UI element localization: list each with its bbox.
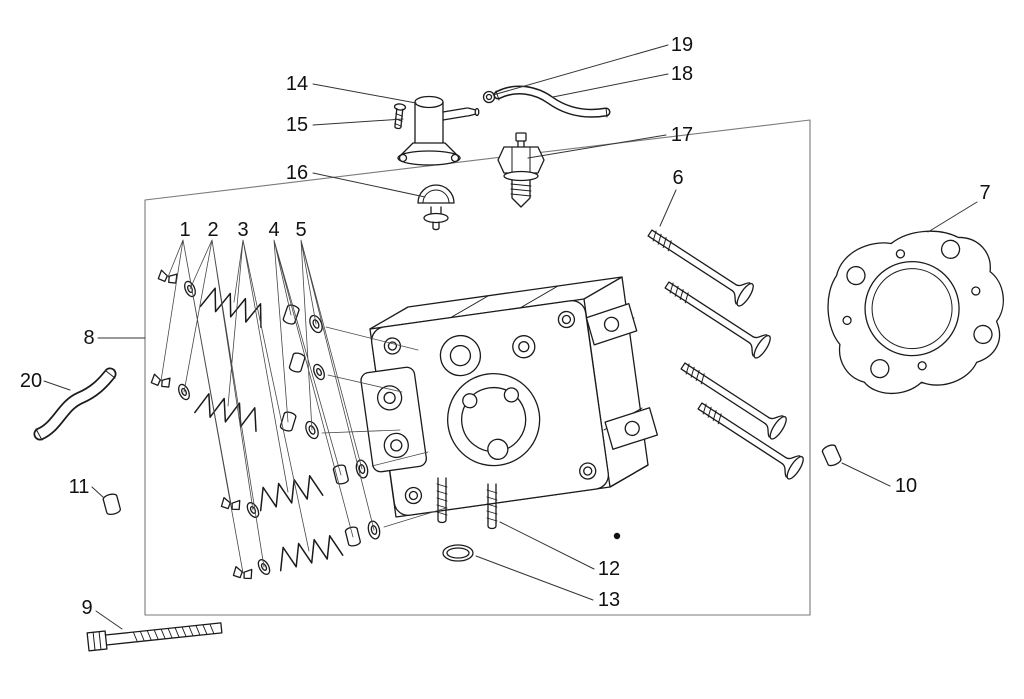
manifold-flange [360,366,427,473]
callout-label-16: 16 [286,162,308,184]
temperature-sensor-drawing [497,132,545,208]
fan-leader-lines [160,239,375,574]
valve-rod-2 [659,273,774,361]
head-gasket-drawing [827,230,1004,395]
callout-label-8: 8 [83,327,94,349]
valve-spring [254,473,324,512]
callout-label-2: 2 [207,219,218,241]
callout-label-11: 11 [69,476,90,498]
rubber-cap-11 [101,492,122,517]
callout-label-13: 13 [598,589,620,611]
callout-label-14: 14 [286,73,308,95]
callout-label-12: 12 [598,558,620,580]
oring-13-drawing [442,544,474,562]
spark-plug-hole [487,438,509,460]
cylinder-head-drawing [360,276,659,530]
callout-label-5: 5 [295,219,306,241]
breather-assembly-drawing [397,95,480,166]
valve-rod-4 [692,394,807,482]
stud-marker-dot [613,532,621,540]
valve-rod-1 [642,221,757,309]
oring-19-drawing [482,90,496,104]
thermostat-drawing-16 [417,184,455,231]
callout-label-15: 15 [286,114,308,136]
rubber-cap-10 [820,442,843,468]
valve-spring [199,284,269,328]
screw-drawing-15 [393,103,407,130]
callout-label-19: 19 [671,34,693,56]
callout-label-18: 18 [671,63,693,85]
callout-label-4: 4 [268,219,279,241]
group-frame-box [144,119,811,616]
hex-bolt-drawing [86,622,223,652]
spigot-hose-drawing [33,367,117,441]
head-stud-front-1 [436,477,448,524]
callout-label-3: 3 [237,219,248,241]
callout-label-6: 6 [672,167,683,189]
valve-seal-cap [288,351,307,374]
valve-rod-3 [675,354,790,442]
callout-label-10: 10 [895,475,917,497]
valve-spring-group-4 [232,519,383,581]
callout-leader-lines [43,44,978,630]
head-stud-front-2 [486,483,498,530]
breather-hose-drawing [493,85,611,118]
valve-spring-group-1 [157,269,326,336]
callout-label-17: 17 [671,124,693,146]
assembly-axis-lines [321,326,447,528]
valve-spring [274,533,344,572]
callout-label-1: 1 [179,219,190,241]
valve-spring-group-3 [220,458,371,520]
valve-spring-group-2 [150,373,322,442]
valves-drawing [642,221,807,482]
callout-labels: 1 2 3 4 5 6 7 8 9 10 11 12 13 14 15 16 1… [20,34,991,619]
callout-label-7: 7 [979,182,990,204]
callout-label-9: 9 [81,597,92,619]
callout-label-20: 20 [20,370,42,392]
